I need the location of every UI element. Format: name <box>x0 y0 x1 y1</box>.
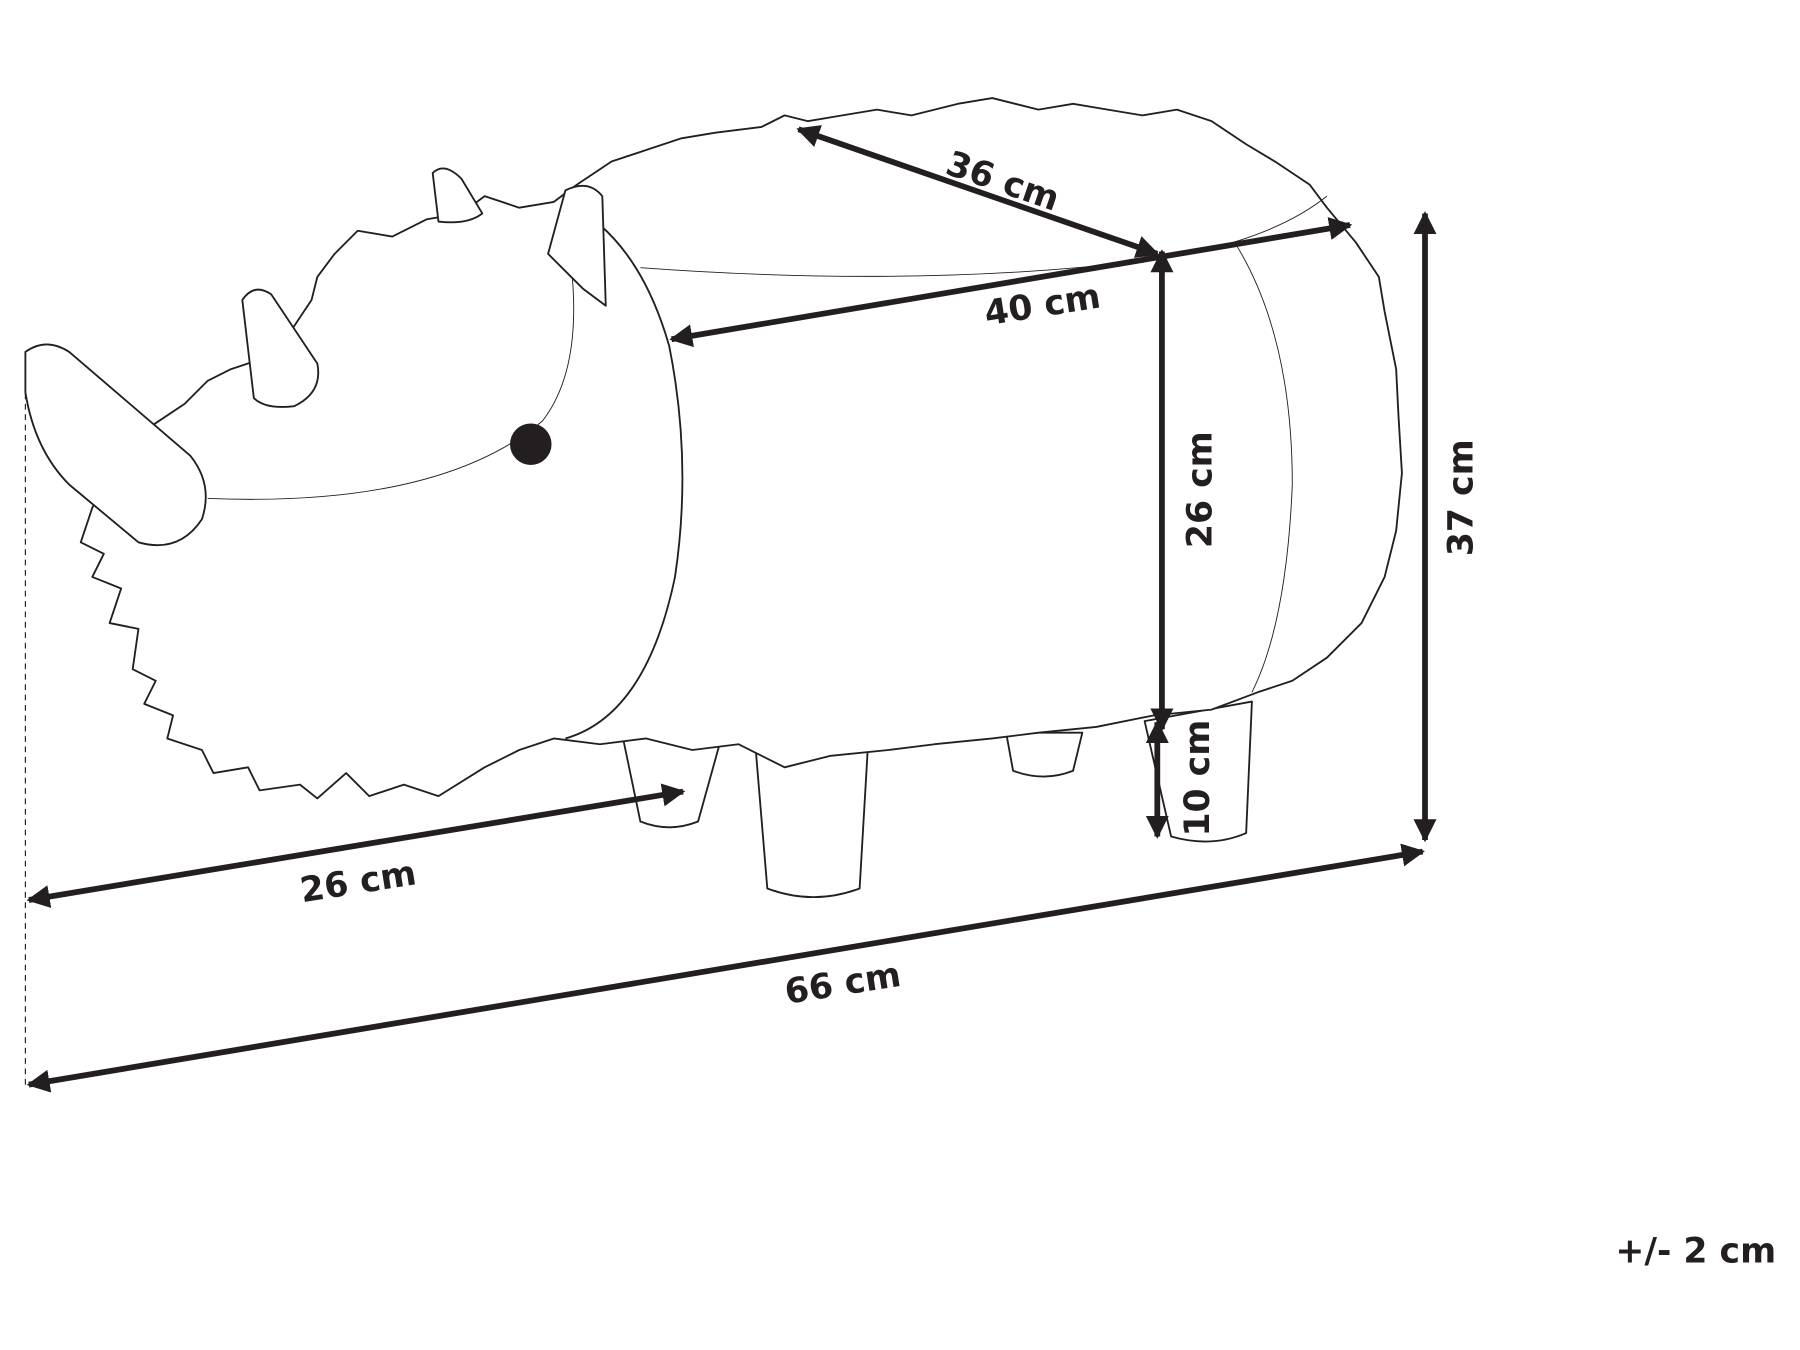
ear-right <box>547 184 607 307</box>
label-26cm-length: 26 cm <box>297 853 419 911</box>
ear-left <box>431 167 484 224</box>
second-horn <box>241 288 320 408</box>
label-26cm-height: 26 cm <box>1181 431 1221 548</box>
dim-40cm-arrow <box>669 217 1353 348</box>
leg-front-left <box>622 737 723 829</box>
leg-front-right <box>754 749 869 899</box>
leg-back-right <box>1143 700 1253 843</box>
rhino-illustration <box>24 97 1403 1085</box>
eye <box>510 423 552 465</box>
label-37cm: 37 cm <box>1441 439 1481 556</box>
dim-66cm-arrow <box>26 843 1425 1093</box>
label-66cm: 66 cm <box>782 955 904 1013</box>
leg-back-left <box>1005 731 1084 778</box>
head-contour <box>565 224 684 740</box>
tolerance-note: +/- 2 cm <box>1615 1231 1776 1271</box>
dimension-lines <box>26 125 1437 1093</box>
label-10cm: 10 cm <box>1178 720 1218 837</box>
nose-horn <box>24 343 207 547</box>
